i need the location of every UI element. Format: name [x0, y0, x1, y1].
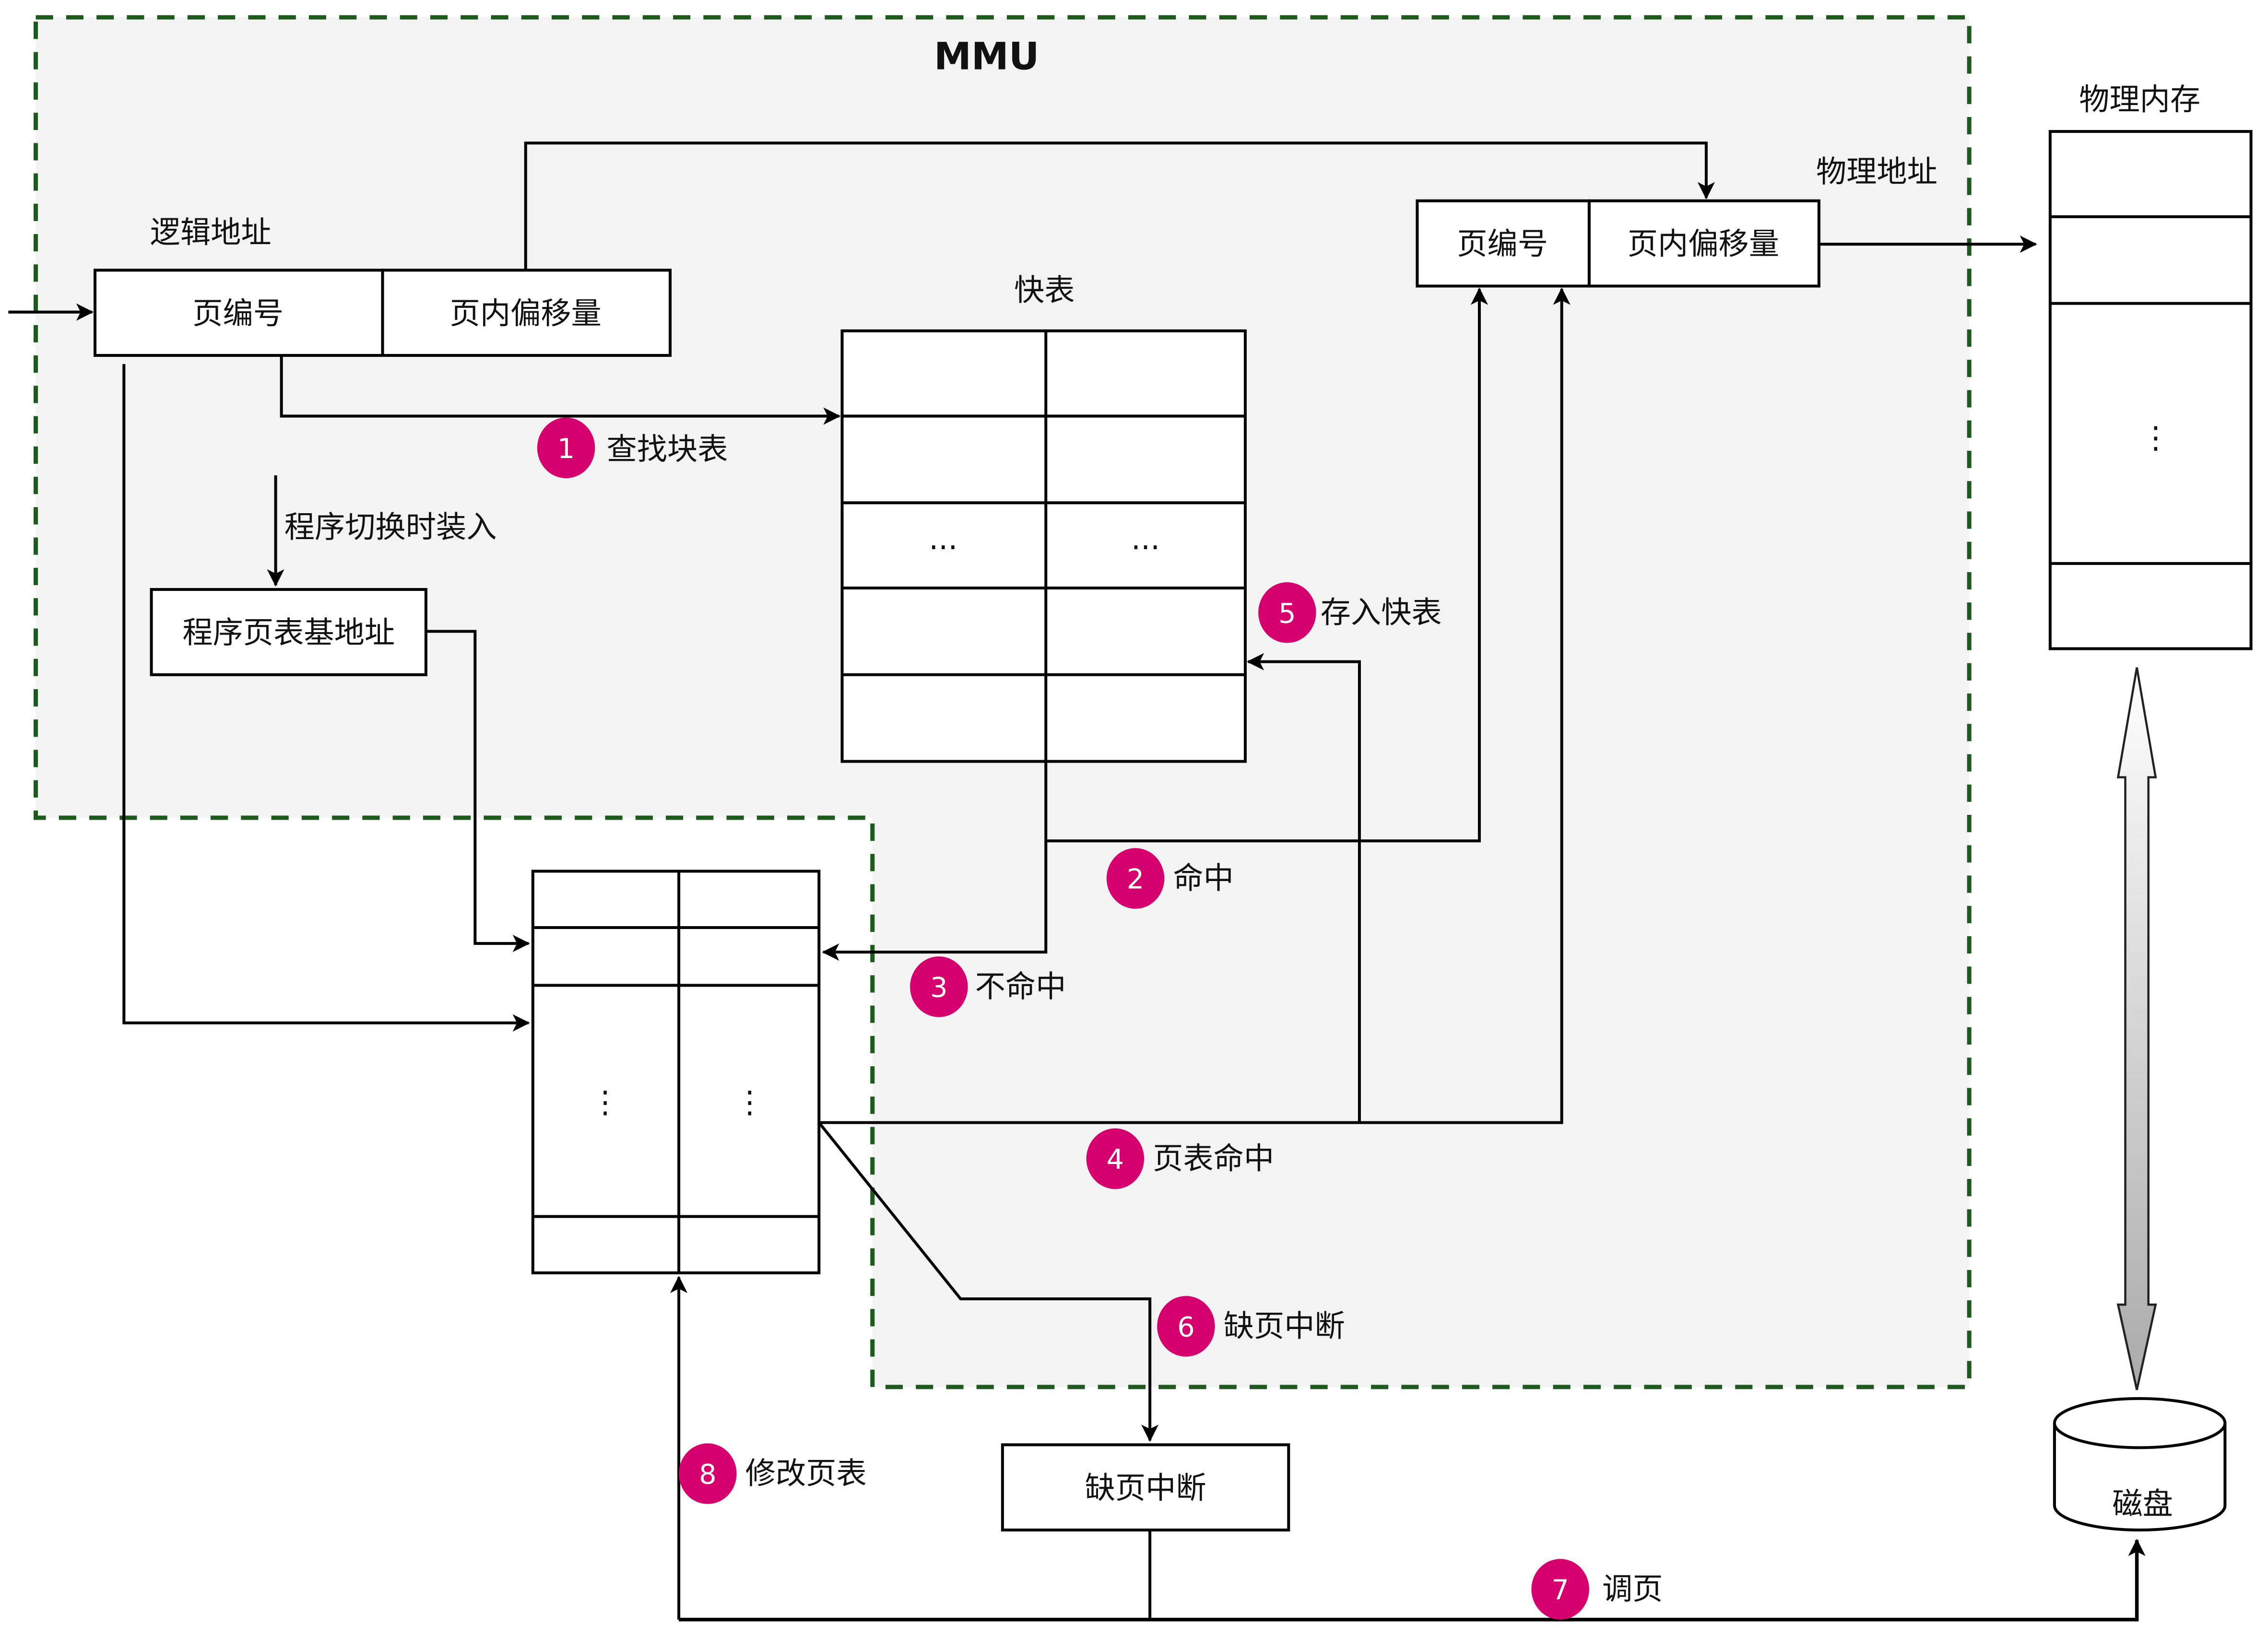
step-7: 7 调页: [1531, 1559, 1663, 1620]
step-badge: [1157, 1296, 1215, 1357]
tlb-ellipsis-right: ···: [1131, 529, 1160, 565]
step-5: 5 存入快表: [1258, 582, 1442, 643]
page-table: ⋮ ⋮: [531, 870, 821, 1274]
physical-address-box: 页编号 页内偏移量: [1416, 199, 1820, 288]
load-note: 程序切换时装入: [284, 509, 497, 545]
disk-cylinder: [2053, 1397, 2227, 1532]
physical-page-number: 页编号: [1457, 226, 1548, 261]
step-badge: [910, 956, 968, 1017]
step-badge: [1531, 1559, 1589, 1620]
page-table-base-box: [150, 588, 427, 676]
step-label: 调页: [1602, 1571, 1663, 1607]
store-tlb-arrow: [1246, 653, 1361, 1123]
logical-page-offset: 页内偏移量: [450, 295, 602, 331]
physical-memory-block: ⋮: [2048, 130, 2253, 650]
step-8: 8 修改页表: [679, 1443, 867, 1504]
step-label: 缺页中断: [1224, 1308, 1345, 1343]
page-table-base-label: 程序页表基地址: [182, 615, 395, 650]
tlb-ellipsis-left: ···: [929, 529, 957, 565]
step-number: 2: [1127, 864, 1144, 895]
logical-address-label: 逻辑地址: [150, 214, 272, 250]
tlb-table: ··· ···: [840, 329, 1247, 763]
step-2: 2 命中: [1106, 848, 1234, 909]
step-badge: [679, 1443, 737, 1504]
physical-page-offset: 页内偏移量: [1628, 226, 1779, 261]
tlb-hit-arrow: [1044, 287, 1488, 843]
step-number: 8: [699, 1459, 716, 1491]
logical-page-number: 页编号: [192, 295, 284, 331]
page-table-ellipsis-left: ⋮: [590, 1084, 620, 1120]
step-number: 5: [1278, 598, 1296, 629]
step-number: 4: [1107, 1144, 1124, 1176]
step-number: 6: [1177, 1311, 1194, 1343]
step-badge: [1086, 1128, 1145, 1189]
page-number-to-page-table-arrow: [122, 364, 530, 1032]
step-badge: [1106, 848, 1165, 909]
physical-memory-ellipsis: ⋮: [2140, 420, 2171, 455]
step-1: 1 查找块表: [537, 417, 728, 479]
page-fault-arrow: [817, 1121, 1159, 1442]
step-label: 查找块表: [606, 431, 728, 467]
page-fault-box-label: 缺页中断: [1085, 1470, 1206, 1506]
tlb-miss-arrow: [822, 841, 1048, 961]
lookup-tlb-arrow: [280, 355, 841, 425]
physical-memory-label: 物理内存: [2079, 82, 2200, 117]
step-label: 修改页表: [745, 1456, 867, 1491]
step-3: 3 不命中: [910, 956, 1066, 1017]
step-4: 4 页表命中: [1086, 1128, 1274, 1189]
memory-disk-transfer-arrow: [2116, 667, 2157, 1390]
offset-passthrough-arrow: [524, 141, 1715, 271]
mmu-title: MMU: [934, 35, 1039, 79]
base-to-page-table-arrow: [425, 630, 530, 953]
step-number: 3: [930, 972, 947, 1004]
page-in-arrow: [679, 1539, 2146, 1622]
step-badge: [537, 417, 595, 479]
tlb-label: 快表: [1014, 272, 1075, 308]
step-label: 页表命中: [1153, 1141, 1274, 1176]
logical-address-box: 页编号 页内偏移量: [94, 269, 672, 357]
step-number: 1: [557, 433, 575, 465]
disk-label: 磁盘: [2112, 1486, 2173, 1521]
step-label: 不命中: [975, 969, 1066, 1004]
page-fault-box: [1001, 1443, 1290, 1532]
page-table-hit-arrow: [819, 287, 1571, 1124]
step-6: 6 缺页中断: [1157, 1296, 1345, 1357]
page-table-ellipsis-right: ⋮: [734, 1084, 765, 1120]
physical-address-label: 物理地址: [1816, 154, 1937, 189]
step-badge: [1258, 582, 1316, 643]
step-label: 存入快表: [1321, 594, 1442, 630]
step-label: 命中: [1173, 860, 1234, 896]
step-number: 7: [1551, 1575, 1569, 1606]
